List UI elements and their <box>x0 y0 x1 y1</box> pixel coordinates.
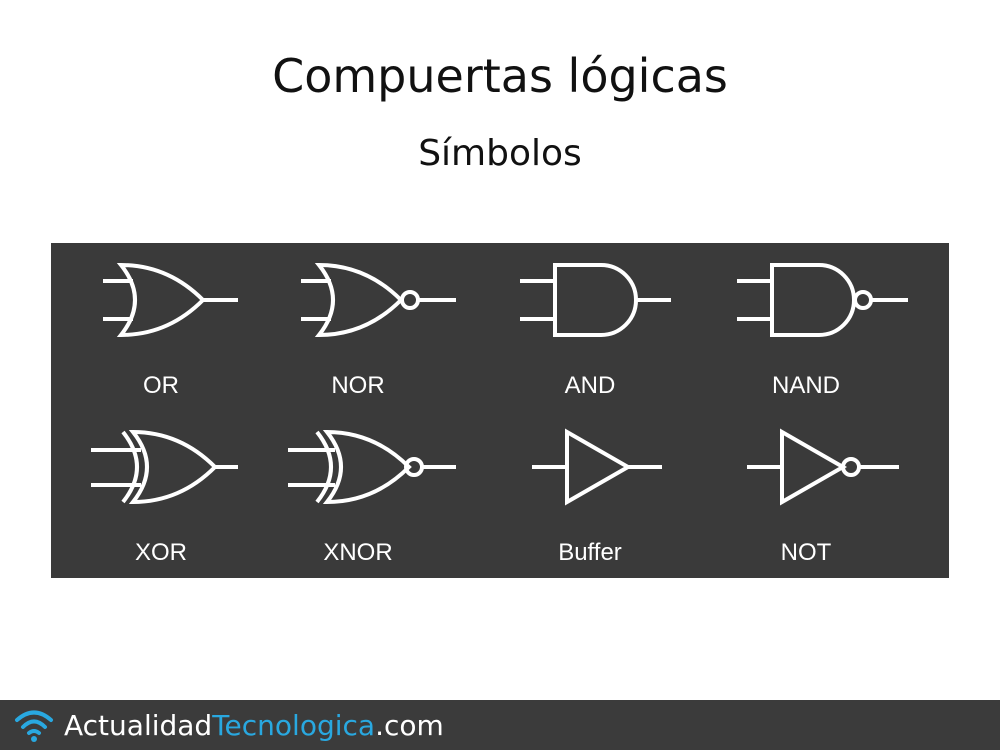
footer-bar: ActualidadTecnologica.com <box>0 700 1000 750</box>
nor-gate-symbol <box>301 262 456 338</box>
not-gate-symbol <box>747 428 899 506</box>
buffer-gate-symbol <box>532 428 662 506</box>
xor-label: XOR <box>134 539 187 566</box>
buffer-label: Buffer <box>558 539 622 566</box>
brand-part-actualidad: Actualidad <box>64 709 213 742</box>
not-label: NOT <box>780 539 832 566</box>
or-label: OR <box>143 372 179 399</box>
xor-gate-symbol <box>91 429 238 505</box>
brand-part-tecnologica: Tecnologica <box>212 709 376 742</box>
page-subtitle: Símbolos <box>418 133 582 174</box>
or-gate-symbol <box>103 262 238 338</box>
site-brand[interactable]: ActualidadTecnologica.com <box>64 709 444 743</box>
and-label: AND <box>564 372 616 399</box>
wifi-icon <box>15 710 53 742</box>
gate-symbols-diagram <box>91 262 908 506</box>
page-title: Compuertas lógicas <box>272 49 728 103</box>
and-gate-symbol <box>520 263 671 337</box>
xnor-gate-symbol <box>288 429 456 505</box>
nand-gate-symbol <box>737 263 908 337</box>
nand-label: NAND <box>771 372 840 399</box>
xnor-label: XNOR <box>323 539 393 566</box>
nor-label: NOR <box>331 372 385 399</box>
brand-part-domain: .com <box>375 709 444 742</box>
logic-gates-panel: OR NOR AND NAND XOR XNOR Buffer NOT <box>51 243 949 578</box>
